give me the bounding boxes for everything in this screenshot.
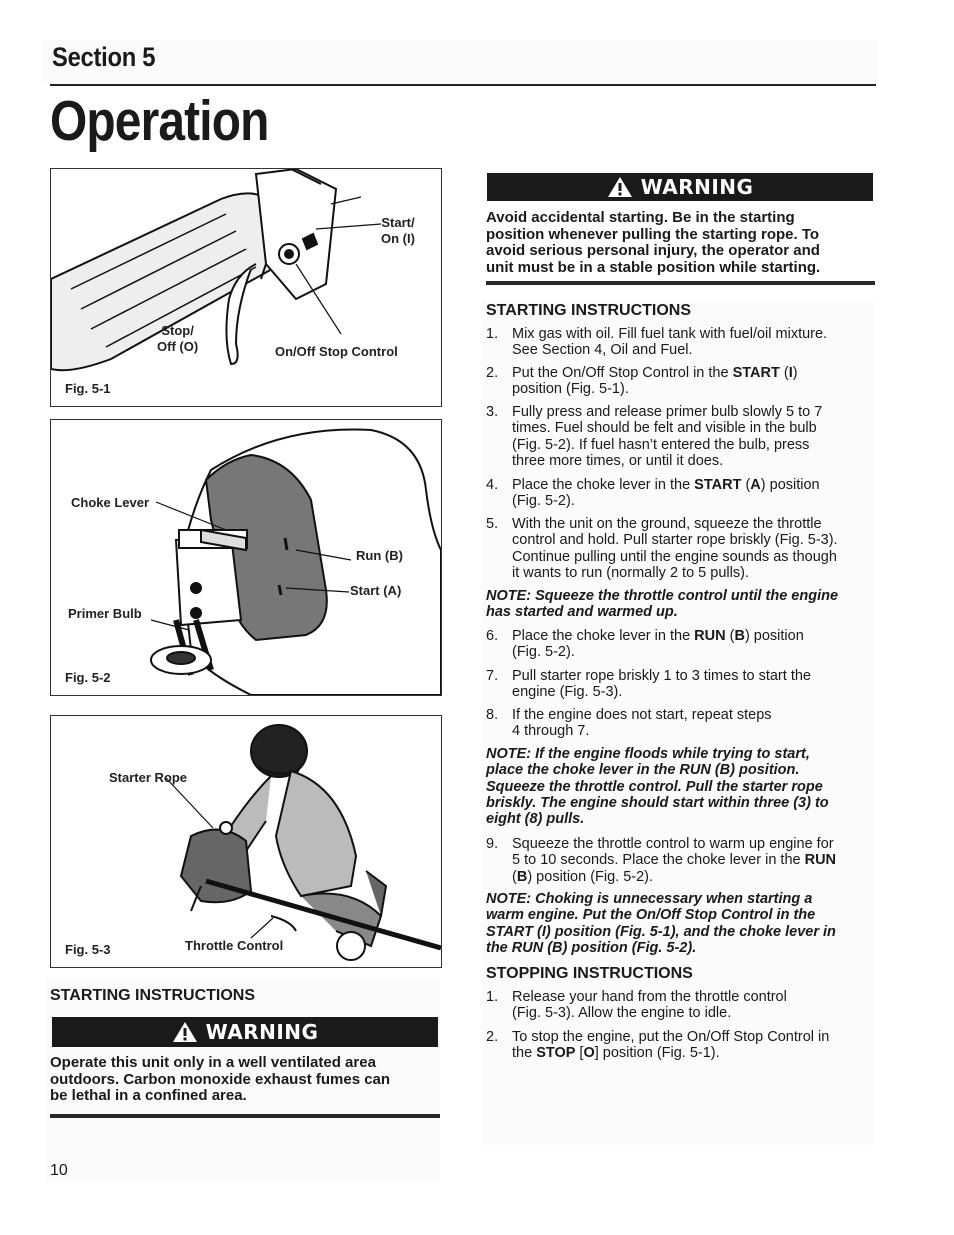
callout-start-on: Start/ On (I)	[381, 215, 415, 246]
callout-primer-bulb: Primer Bulb	[68, 606, 142, 621]
engine-choke-illustration	[150, 428, 441, 695]
note-2: NOTE: If the engine floods while trying …	[486, 746, 829, 828]
warning-title: WARNING	[640, 175, 754, 199]
figure-label: Fig. 5-2	[65, 670, 111, 685]
step-8: 8. If the engine does not start, repeat …	[486, 707, 772, 740]
warning-triangle-icon	[172, 1022, 197, 1042]
figure-5-3: Starter Rope Throttle Control Fig. 5-3	[50, 715, 442, 968]
right-warning-rule	[486, 281, 875, 285]
figure-5-2: Choke Lever Run (B) Start (A) Primer Bul…	[50, 419, 442, 696]
left-starting-heading: STARTING INSTRUCTIONS	[50, 987, 256, 1004]
step-5: 5. With the unit on the ground, squeeze …	[486, 516, 838, 581]
callout-starter-rope: Starter Rope	[109, 770, 188, 785]
note-1: NOTE: Squeeze the throttle control until…	[486, 588, 839, 621]
step-9: 9. Squeeze the throttle control to warm …	[486, 836, 837, 885]
callout-start-a: Start (A)	[350, 583, 402, 598]
step-4: 4. Place the choke lever in the START (A…	[486, 477, 820, 510]
right-starting-heading: STARTING INSTRUCTIONS	[486, 302, 692, 319]
operator-starting-illustration	[165, 724, 441, 961]
header-rule	[50, 84, 876, 86]
page-number: 10	[50, 1162, 68, 1179]
stop-step-1: 1. Release your hand from the throttle c…	[486, 989, 787, 1022]
step-7: 7. Pull starter rope briskly 1 to 3 time…	[486, 668, 811, 701]
trimmer-handle-illustration	[51, 169, 382, 372]
note-3: NOTE: Choking is unnecessary when starti…	[486, 891, 836, 956]
page-title: Operation	[50, 89, 269, 153]
right-warning-text: Avoid accidental starting. Be in the sta…	[486, 209, 821, 276]
figure-label: Fig. 5-1	[65, 381, 111, 396]
step-6: 6. Place the choke lever in the RUN (B) …	[486, 628, 804, 661]
figure-label: Fig. 5-3	[65, 942, 111, 957]
warning-triangle-icon	[607, 177, 632, 197]
callout-stop-off: Stop/ Off (O)	[157, 323, 199, 354]
step-1: 1. Mix gas with oil. Fill fuel tank with…	[486, 326, 828, 359]
step-3: 3. Fully press and release primer bulb s…	[486, 404, 823, 469]
stop-step-2: 2. To stop the engine, put the On/Off St…	[486, 1029, 830, 1062]
left-warning-banner: WARNING	[52, 1017, 438, 1047]
callout-choke-lever: Choke Lever	[71, 495, 150, 510]
right-warning-banner: WARNING	[487, 173, 873, 201]
figure-5-1: Start/ On (I) Stop/ Off (O) On/Off Stop …	[50, 168, 442, 407]
step-2: 2. Put the On/Off Stop Control in the ST…	[486, 365, 798, 398]
callout-throttle-control: Throttle Control	[185, 938, 284, 953]
callout-on-off-stop-control: On/Off Stop Control	[275, 344, 398, 359]
section-label: Section 5	[52, 42, 156, 72]
left-warning-rule	[50, 1114, 440, 1118]
callout-run-b: Run (B)	[356, 548, 403, 563]
warning-title: WARNING	[205, 1020, 319, 1044]
stopping-heading: STOPPING INSTRUCTIONS	[486, 965, 693, 982]
left-warning-text: Operate this unit only in a well ventila…	[50, 1054, 391, 1104]
